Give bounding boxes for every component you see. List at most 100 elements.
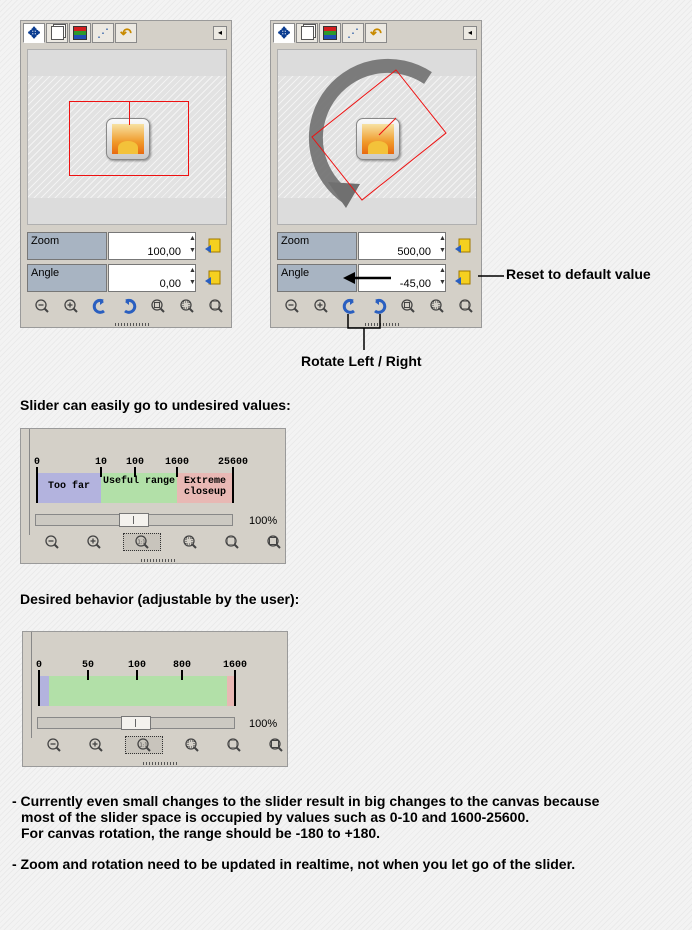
svg-text:1:1: 1:1 (140, 743, 148, 749)
tab-layers[interactable] (319, 23, 341, 43)
angle-spinner[interactable]: ▲▼ (189, 267, 196, 286)
tick-label: 800 (172, 660, 192, 671)
layers-icon (323, 26, 337, 40)
rotate-left-button[interactable] (87, 297, 113, 315)
zoom-spinner[interactable]: ▲▼ (189, 235, 196, 254)
move-tool-icon: ✥ (27, 25, 41, 42)
zoom-actual-size-icon (401, 299, 415, 313)
rotate-left-button[interactable] (337, 297, 363, 315)
zoom-in-button[interactable] (308, 297, 334, 315)
zoom-fit-button[interactable] (174, 297, 200, 315)
tab-undo-history[interactable]: ↶ (365, 23, 387, 43)
zoom-actual-size-icon: 1:1 (137, 738, 151, 752)
desired-slider-panel: 0 50 100 800 1600 100% 1:1 (22, 631, 288, 767)
tick-label: 100 (125, 457, 145, 468)
dock-menu-button[interactable]: ◂ (213, 26, 227, 40)
svg-text:1:1: 1:1 (138, 540, 146, 546)
current-slider-heading: Slider can easily go to undesired values… (20, 397, 291, 413)
reset-icon[interactable] (203, 236, 223, 256)
rotate-callout-bracket (347, 314, 381, 350)
tab-pages[interactable] (46, 23, 68, 43)
desired-slider-heading: Desired behavior (adjustable by the user… (20, 591, 300, 607)
zoom-spinner[interactable]: ▲▼ (439, 235, 446, 254)
zoom-out-button[interactable] (41, 736, 67, 754)
slider-toolbar: 1:1 (39, 533, 287, 551)
zoom-in-icon (89, 738, 103, 752)
zoom-selection-button[interactable] (261, 533, 287, 551)
zoom-selection-icon (269, 738, 283, 752)
resize-grip[interactable] (141, 559, 175, 562)
navigator-toolbar (279, 297, 479, 315)
tick-label: 10 (94, 457, 108, 468)
pages-icon (300, 26, 314, 40)
zoom-fit-button[interactable] (179, 736, 205, 754)
zoom-fit-icon (183, 535, 197, 549)
paths-icon: ⋰ (97, 26, 109, 40)
rotate-right-button[interactable] (116, 297, 142, 315)
zoom-out-icon (45, 535, 59, 549)
zoom-field[interactable]: 500,00 (358, 232, 446, 260)
zoom-fit-button[interactable] (177, 533, 203, 551)
dock-menu-button[interactable]: ◂ (463, 26, 477, 40)
zoom-in-button[interactable] (83, 736, 109, 754)
zoom-fill-icon (209, 299, 223, 313)
reset-icon[interactable] (453, 236, 473, 256)
rotate-callout: Rotate Left / Right (301, 353, 422, 369)
zoom-out-icon (35, 299, 49, 313)
angle-field[interactable]: 0,00 (108, 264, 196, 292)
range-too-far: Too far (37, 473, 101, 503)
zoom-fit-button[interactable] (424, 297, 450, 315)
zoom-out-button[interactable] (29, 297, 55, 315)
zoom-1-1-button[interactable] (145, 297, 171, 315)
zoom-field[interactable]: 100,00 (108, 232, 196, 260)
zoom-1-1-button[interactable]: 1:1 (125, 736, 163, 754)
drag-left-arrow (343, 272, 391, 284)
rotate-right-button[interactable] (366, 297, 392, 315)
zoom-in-button[interactable] (58, 297, 84, 315)
zoom-1-1-button[interactable] (395, 297, 421, 315)
zoom-fill-button[interactable] (453, 297, 479, 315)
tab-pages[interactable] (296, 23, 318, 43)
zoom-1-1-button[interactable]: 1:1 (123, 533, 161, 551)
tab-undo-history[interactable]: ↶ (115, 23, 137, 43)
zoom-fill-button[interactable] (203, 297, 229, 315)
tab-navigation[interactable]: ✥ (23, 23, 45, 43)
zoom-out-button[interactable] (39, 533, 65, 551)
reset-icon[interactable] (203, 268, 223, 288)
reset-icon[interactable] (453, 268, 473, 288)
tab-layers[interactable] (69, 23, 91, 43)
tab-paths[interactable]: ⋰ (92, 23, 114, 43)
tab-paths[interactable]: ⋰ (342, 23, 364, 43)
move-tool-icon: ✥ (277, 25, 291, 42)
note-line: For canvas rotation, the range should be… (21, 825, 381, 841)
navigator-preview[interactable] (27, 49, 227, 225)
resize-grip[interactable] (365, 323, 399, 326)
reset-callout-line (478, 275, 504, 277)
zoom-slider-thumb[interactable] (119, 513, 149, 527)
note-line: - Zoom and rotation need to be updated i… (12, 856, 576, 872)
tab-navigation[interactable]: ✥ (273, 23, 295, 43)
tick-label: 1600 (164, 457, 190, 468)
zoom-fit-icon (185, 738, 199, 752)
resize-grip[interactable] (115, 323, 149, 326)
zoom-selection-icon (267, 535, 281, 549)
zoom-in-icon (64, 299, 78, 313)
tick-label: 25600 (217, 457, 249, 468)
zoom-fill-button[interactable] (219, 533, 245, 551)
navigator-preview[interactable] (277, 49, 477, 225)
resize-grip[interactable] (143, 762, 177, 765)
zoom-in-icon (87, 535, 101, 549)
zoom-slider-thumb[interactable] (121, 716, 151, 730)
zoom-fit-icon (430, 299, 444, 313)
tick-label: 1600 (222, 660, 248, 671)
zoom-selection-button[interactable] (263, 736, 289, 754)
angle-spinner[interactable]: ▲▼ (439, 267, 446, 286)
slider-toolbar: 1:1 (41, 736, 289, 754)
view-frame[interactable] (278, 50, 477, 225)
zoom-fill-button[interactable] (221, 736, 247, 754)
zoom-out-button[interactable] (279, 297, 305, 315)
navigator-panel-right: ✥ ⋰ ↶ ◂ Zoom 500,00 ▲▼ Angle -45,00 (270, 20, 482, 328)
range-useful: Useful range (101, 473, 177, 503)
zoom-in-button[interactable] (81, 533, 107, 551)
zoom-fit-icon (180, 299, 194, 313)
